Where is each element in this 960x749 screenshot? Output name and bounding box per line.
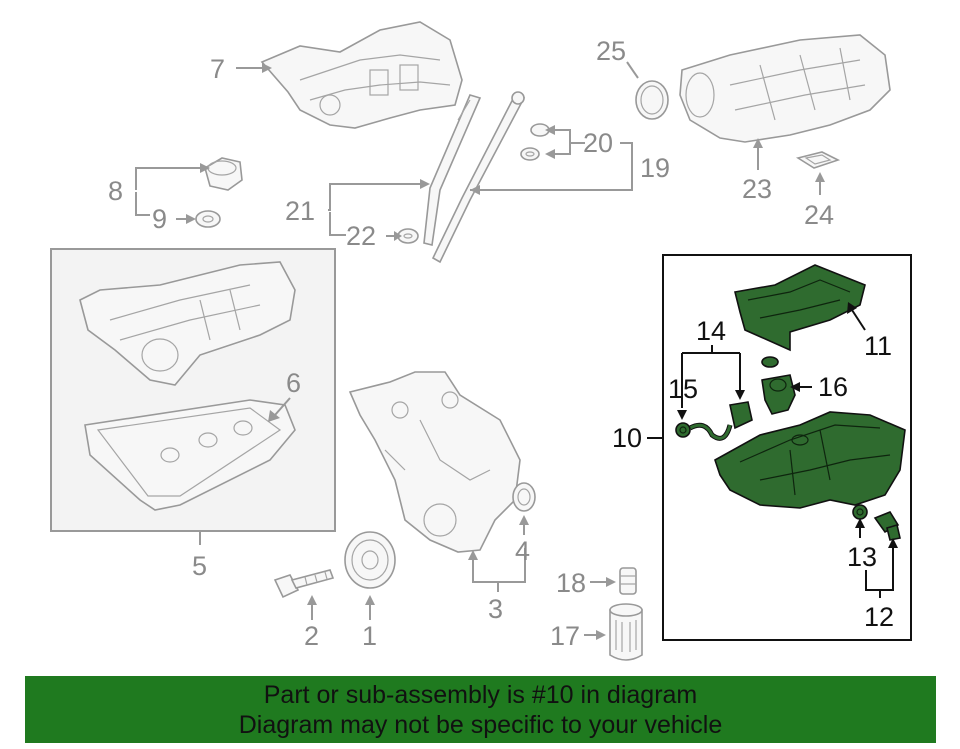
callout-25: 25 xyxy=(596,36,626,66)
callout-4: 4 xyxy=(515,536,530,566)
part-12-drain-plug[interactable] xyxy=(873,511,901,541)
part-17-oil-filter[interactable] xyxy=(609,603,643,661)
part-25-seal[interactable] xyxy=(635,80,669,120)
part-6-gasket[interactable] xyxy=(84,399,296,511)
engine-parts-diagram: 7 8 9 20 19 21 22 xyxy=(50,21,912,661)
callout-7: 7 xyxy=(210,54,225,84)
part-10-oil-pan[interactable] xyxy=(714,411,906,509)
part-9-seal[interactable] xyxy=(195,210,221,228)
callout-18: 18 xyxy=(556,568,586,598)
callout-12: 12 xyxy=(864,602,894,632)
part-3-timing-cover[interactable] xyxy=(348,371,521,553)
part-15-seal[interactable] xyxy=(675,422,691,438)
notice-line-1: Part or sub-assembly is #10 in diagram xyxy=(263,680,698,709)
callout-20: 20 xyxy=(583,128,613,158)
part-2-bolt[interactable] xyxy=(273,569,335,599)
notice-line-2: Diagram may not be specific to your vehi… xyxy=(238,710,723,739)
part-24-gasket[interactable] xyxy=(795,151,841,169)
callout-1: 1 xyxy=(362,621,377,651)
callout-15: 15 xyxy=(668,374,698,404)
callout-24: 24 xyxy=(804,200,834,230)
callout-16: 16 xyxy=(818,372,848,402)
callout-13: 13 xyxy=(847,542,877,572)
callout-9: 9 xyxy=(152,204,167,234)
part-4-seal[interactable] xyxy=(512,482,536,512)
callout-5: 5 xyxy=(192,551,207,581)
part-14-sensor-tube[interactable] xyxy=(688,401,753,441)
callout-11: 11 xyxy=(864,331,892,361)
part-18-adapter[interactable] xyxy=(619,567,637,595)
callout-22: 22 xyxy=(346,221,376,251)
callout-8: 8 xyxy=(108,176,123,206)
part-19-dipstick[interactable] xyxy=(431,91,526,264)
callout-17: 17 xyxy=(550,621,580,651)
notice-banner: Part or sub-assembly is #10 in diagram D… xyxy=(25,676,936,743)
callout-3: 3 xyxy=(488,594,503,624)
part-21-dipstick-tube[interactable] xyxy=(423,94,482,246)
part-23-intake-manifold[interactable] xyxy=(679,34,891,143)
callout-14: 14 xyxy=(696,316,726,346)
callout-2: 2 xyxy=(304,621,319,651)
part-7-cover[interactable] xyxy=(260,21,463,129)
part-11-baffle[interactable] xyxy=(734,264,866,352)
callout-21: 21 xyxy=(285,196,315,226)
callout-10: 10 xyxy=(612,423,642,453)
part-1-pulley[interactable] xyxy=(344,531,396,589)
part-16-adapter[interactable] xyxy=(761,356,796,415)
part-8-oil-cap[interactable] xyxy=(204,157,243,191)
part-5-valve-cover[interactable] xyxy=(79,261,296,386)
callout-19: 19 xyxy=(640,153,670,183)
part-20-o-rings[interactable] xyxy=(520,123,550,161)
callout-6: 6 xyxy=(286,368,301,398)
callout-23: 23 xyxy=(742,174,772,204)
part-13-seal[interactable] xyxy=(852,504,868,520)
